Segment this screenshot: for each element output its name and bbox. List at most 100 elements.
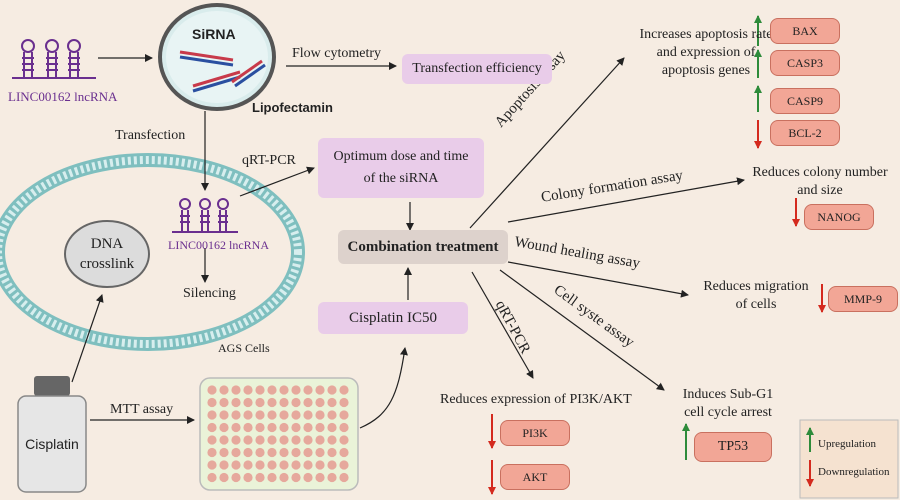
pi3k-outcome-text: Reduces expression of PI3K/AKT	[440, 392, 632, 407]
well	[267, 447, 277, 458]
well	[303, 447, 313, 458]
well	[303, 385, 313, 395]
gene-badge-casp3: CASP3	[770, 50, 840, 76]
lncrna-label-mid: LINC00162 lncRNA	[168, 238, 269, 252]
well	[315, 410, 325, 420]
flow-arrows	[71, 54, 745, 429]
well	[207, 472, 217, 483]
gene-badge-bcl2: BCL-2	[770, 120, 840, 146]
well	[339, 385, 349, 395]
colony-outcome-line2: and size	[797, 183, 843, 198]
well	[339, 460, 349, 470]
regulation-arrows	[488, 15, 826, 495]
well	[231, 397, 241, 408]
migration-outcome-line1: Reduces migration	[703, 279, 809, 294]
well	[291, 410, 301, 420]
well	[339, 472, 349, 483]
dna-label-line1: DNA	[90, 236, 124, 252]
well	[303, 410, 313, 420]
well-plate-wells	[207, 385, 349, 483]
well	[327, 410, 337, 420]
well	[243, 397, 253, 408]
well	[207, 460, 217, 470]
well	[339, 435, 349, 445]
well	[207, 435, 217, 445]
well	[219, 385, 229, 395]
cisplatin-ic50-box: Cisplatin IC50	[318, 302, 468, 334]
well	[315, 447, 325, 458]
well	[219, 447, 229, 458]
dna-crosslink-circle	[64, 220, 150, 288]
well	[279, 447, 289, 458]
well	[243, 435, 253, 445]
well	[267, 410, 277, 420]
well	[315, 385, 325, 395]
well	[279, 460, 289, 470]
well	[243, 422, 253, 433]
well	[255, 397, 265, 408]
well	[219, 422, 229, 433]
well	[315, 422, 325, 433]
well	[243, 385, 253, 395]
gene-badge-nanog: NANOG	[804, 204, 874, 230]
well	[327, 472, 337, 483]
dna-label-line2: crosslink	[79, 256, 135, 272]
colony-outcome-text: Reduces colony number and size	[740, 164, 900, 200]
well	[219, 397, 229, 408]
well	[315, 460, 325, 470]
well	[279, 385, 289, 395]
well	[255, 385, 265, 395]
colony-outcome-line1: Reduces colony number	[752, 165, 888, 180]
migration-outcome-line2: of cells	[735, 297, 777, 312]
well	[219, 410, 229, 420]
cell-cycle-outcome-line2: cell cycle arrest	[684, 405, 772, 420]
well	[279, 435, 289, 445]
well	[243, 447, 253, 458]
well	[315, 435, 325, 445]
qrtpcr-top-label: qRT-PCR	[242, 153, 296, 168]
well	[291, 385, 301, 395]
well	[267, 472, 277, 483]
cell-cycle-outcome-line1: Induces Sub-G1	[682, 387, 774, 402]
well	[279, 410, 289, 420]
lipofectamin-label: Lipofectamin	[252, 100, 333, 115]
well	[327, 435, 337, 445]
optimum-line2: of the siRNA	[363, 171, 439, 186]
apoptosis-outcome-text: Increases apoptosis rate and expression …	[626, 26, 786, 80]
well-plate-icon	[199, 377, 359, 491]
apoptosis-outcome-line3: apoptosis genes	[661, 63, 751, 78]
well	[291, 460, 301, 470]
well	[291, 422, 301, 433]
well	[231, 410, 241, 420]
well	[207, 385, 217, 395]
well	[279, 422, 289, 433]
well	[267, 460, 277, 470]
well	[231, 422, 241, 433]
lncrna-hairpin-icon-mid	[172, 198, 238, 233]
well	[243, 460, 253, 470]
well	[243, 410, 253, 420]
well	[291, 447, 301, 458]
well	[303, 397, 313, 408]
silencing-label: Silencing	[183, 286, 236, 301]
well	[219, 472, 229, 483]
well	[207, 422, 217, 433]
well	[339, 422, 349, 433]
well	[255, 422, 265, 433]
well	[231, 447, 241, 458]
gene-badge-akt: AKT	[500, 464, 570, 490]
well	[315, 472, 325, 483]
well	[303, 435, 313, 445]
sirna-duplex-icon	[179, 50, 266, 93]
well	[267, 397, 277, 408]
well	[255, 460, 265, 470]
combination-treatment-box: Combination treatment	[338, 230, 508, 264]
well	[207, 410, 217, 420]
well	[231, 472, 241, 483]
well	[255, 410, 265, 420]
legend-downregulation: Downregulation	[818, 466, 890, 478]
apoptosis-outcome-line1: Increases apoptosis rate	[639, 27, 773, 42]
cell-cycle-outcome-text: Induces Sub-G1 cell cycle arrest	[660, 386, 796, 422]
well	[231, 435, 241, 445]
